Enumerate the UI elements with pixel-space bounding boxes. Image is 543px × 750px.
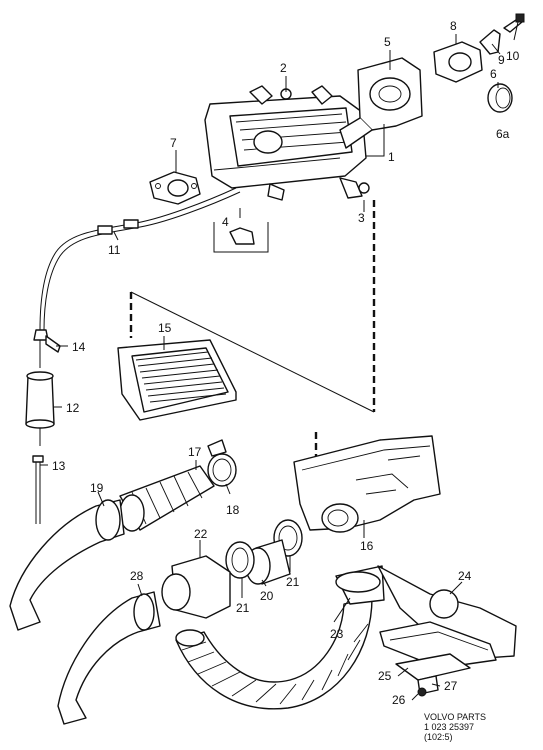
intake-scoop-part-24 — [377, 565, 517, 669]
callout-11: 11 — [108, 243, 121, 257]
filter-element-part-15 — [117, 339, 237, 421]
flange-part-8 — [433, 41, 483, 83]
callout-27: 27 — [444, 679, 458, 693]
air-cleaner-housing — [204, 57, 423, 201]
callout-23: 23 — [330, 627, 344, 641]
flange-part-7 — [149, 171, 201, 205]
callout-25: 25 — [378, 669, 392, 683]
callout-21-right: 21 — [286, 575, 300, 589]
intake-duct-part-19 — [9, 499, 125, 631]
bellows-hose-part-17 — [119, 465, 215, 532]
callout-17: 17 — [188, 445, 202, 459]
duct-part-28 — [57, 591, 161, 725]
callout-10: 10 — [506, 49, 520, 63]
callout-1: 1 — [388, 150, 395, 164]
callout-7: 7 — [170, 136, 177, 150]
callout-15: 15 — [158, 321, 172, 335]
inline-filter-assembly — [25, 329, 61, 524]
callout-18: 18 — [226, 503, 240, 517]
callout-24: 24 — [458, 569, 472, 583]
callout-8: 8 — [450, 19, 457, 33]
hose-part-11 — [39, 187, 241, 331]
clip-part-4 — [213, 222, 269, 253]
callout-19: 19 — [90, 481, 104, 495]
callout-4: 4 — [222, 215, 229, 229]
footer-section: (102:5) — [424, 732, 453, 742]
seal-ring-part-6 — [487, 83, 513, 113]
assembly-line — [130, 291, 375, 413]
callout-3: 3 — [358, 211, 365, 225]
hose-clamp-part-18 — [207, 439, 237, 487]
callout-13: 13 — [52, 459, 66, 473]
callout-16: 16 — [360, 539, 374, 553]
bracket-and-bolt-9-10 — [479, 13, 525, 55]
bracket-and-screw-25-26-27 — [395, 653, 471, 697]
clamps-and-sleeve-20-21 — [225, 519, 303, 585]
callout-28: 28 — [130, 569, 144, 583]
callout-12: 12 — [66, 401, 80, 415]
callout-22: 22 — [194, 527, 208, 541]
leader-lines — [40, 21, 519, 701]
catalog-reference: VOLVO PARTS 1 023 25397 (102:5) — [424, 712, 486, 742]
callout-2: 2 — [280, 61, 287, 75]
footer-part-number: 1 023 25397 — [424, 722, 474, 732]
air-mass-meter-part-22 — [161, 555, 231, 619]
callout-20: 20 — [260, 589, 274, 603]
callout-5: 5 — [384, 35, 391, 49]
footer-brand: VOLVO PARTS — [424, 712, 486, 722]
callout-9: 9 — [498, 53, 505, 67]
callout-6: 6 — [490, 67, 497, 81]
air-cleaner-lower-housing-part-16 — [293, 435, 441, 533]
flex-hose-part-23 — [175, 565, 385, 710]
callout-labels: 1 2 3 4 5 6 6a 7 8 9 10 11 12 13 14 15 1… — [52, 19, 520, 707]
callout-21-left: 21 — [236, 601, 250, 615]
callout-14: 14 — [72, 340, 86, 354]
callout-6a: 6a — [496, 127, 510, 141]
callout-26: 26 — [392, 693, 406, 707]
